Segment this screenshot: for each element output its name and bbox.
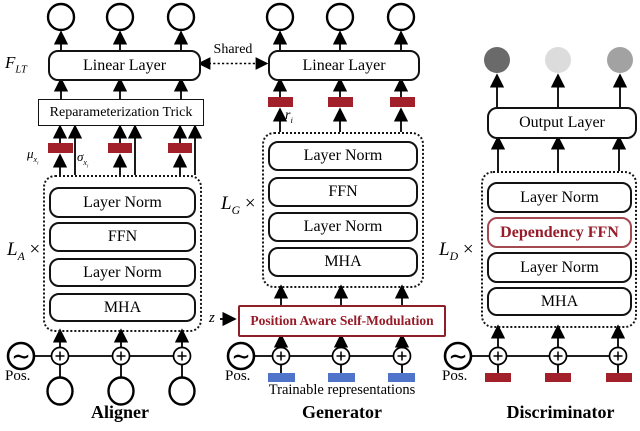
aligner-layer-norm-2-box: Layer Norm [49,258,196,287]
generator-ffn-box: FFN [268,177,418,207]
discriminator-pos-label: Pos. [442,368,468,384]
discriminator-layer-norm-1-box: Layer Norm [487,182,632,213]
svg-text:∼: ∼ [11,344,30,369]
position-aware-self-modulation-label: Position Aware Self-Modulation [250,313,434,328]
generator-linear-layer-box: Linear Layer [268,50,420,81]
aligner-output-circles [46,2,196,32]
generator-output-circles [265,2,416,32]
aligner-mu-bars [48,143,192,153]
discriminator-encoder-container [481,171,637,328]
generator-title: Generator [302,402,382,422]
aligner-token-circles [46,376,196,406]
trainable-representations-label: Trainable representations [268,382,416,398]
svg-text:∼: ∼ [448,344,467,369]
output-layer-box: Output Layer [487,107,637,139]
generator-layer-norm-2-box: Layer Norm [268,212,418,242]
aligner-pos-label: Pos. [5,368,31,384]
positional-encoding-nodes [6,341,473,371]
mu-label: μxi [27,146,39,167]
discriminator-title: Discriminator [506,402,615,422]
sine-icons: ∼ ∼ ∼ [11,344,467,369]
generator-pos-label: Pos. [225,368,251,384]
score-node-mid [607,47,633,73]
reparameterization-trick-box: Reparameterization Trick [38,99,204,126]
generator-layer-norm-1-box: Layer Norm [268,141,418,171]
plus-icons [55,351,623,361]
discriminator-layer-norm-2-box: Layer Norm [487,252,632,283]
generator-linear-layer-label: Linear Layer [302,56,386,74]
generator-mha-box: MHA [268,247,418,277]
aligner-encoder-container [43,175,202,332]
aligner-linear-layer-label: Linear Layer [82,56,167,74]
position-aware-self-modulation-box: Position Aware Self-Modulation [238,305,446,337]
z-label: z [209,310,215,326]
aligner-mha-box: MHA [49,293,196,322]
discriminator-loop-label: LD × [439,239,474,263]
aligner-ffn-box: FFN [49,222,196,252]
output-layer-label: Output Layer [519,114,605,131]
score-node-light [545,47,571,73]
dependency-ffn-box: Dependency FFN [487,217,632,248]
aligner-flt-label: FLT [5,53,27,76]
aligner-title: Aligner [91,402,149,422]
generator-loop-label: LG × [221,193,256,217]
svg-text:∼: ∼ [231,344,250,369]
aligner-layer-norm-1-box: Layer Norm [49,187,196,218]
aligner-loop-label: LA × [7,239,41,263]
discriminator-input-bars [485,373,632,382]
generator-r-bars [268,97,415,107]
aligner-linear-layer-box: Linear Layer [48,50,201,81]
r-i-label: ri [285,108,293,125]
discriminator-score-circles [484,47,633,73]
generator-trainable-bars [268,373,415,382]
sigma-label: σxi [77,149,89,170]
aligner-arrows [34,30,203,378]
reparameterization-trick-label: Reparameterization Trick [49,104,193,120]
shared-label: Shared [213,42,253,57]
score-node-real [484,47,510,73]
generator-decoder-container [262,132,424,288]
discriminator-mha-box: MHA [487,287,632,316]
